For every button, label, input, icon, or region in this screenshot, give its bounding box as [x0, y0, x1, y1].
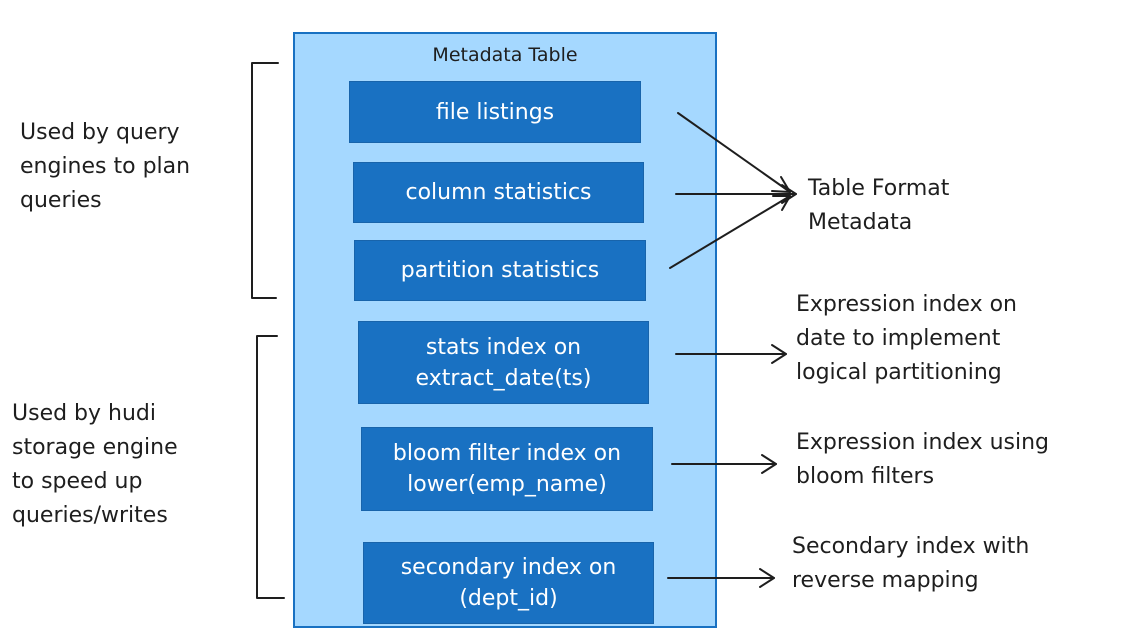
bracket-hudi-engine — [256, 335, 285, 599]
query-engines-label: Used by query engines to plan queries — [20, 120, 191, 213]
partition-statistics-box: partition statistics — [354, 240, 646, 301]
column-statistics-box: column statistics — [353, 162, 644, 223]
file-listings-box: file listings — [349, 81, 641, 143]
arrowhead-partition-statistics — [772, 195, 791, 211]
arrowhead-secondary-index — [759, 568, 775, 588]
arrow-file-listings — [677, 112, 791, 193]
secondary-index-label: Secondary index with reverse mapping — [792, 534, 1030, 593]
metadata-table-title: Metadata Table — [432, 44, 578, 66]
arrow-partition-statistics — [669, 195, 791, 269]
arrowhead-bloom-filter-index — [761, 454, 777, 474]
arrowhead-stats-index — [771, 344, 787, 364]
stats-index-box: stats index on extract_date(ts) — [358, 321, 649, 404]
bracket-query-engines — [251, 62, 279, 299]
table-format-metadata-label: Table Format Metadata — [808, 176, 950, 235]
hudi-engine-label: Used by hudi storage engine to speed up … — [12, 401, 178, 528]
expression-index-bloom-label: Expression index using bloom filters — [796, 430, 1050, 489]
secondary-index-box: secondary index on (dept_id) — [363, 542, 654, 624]
bloom-filter-index-box: bloom filter index on lower(emp_name) — [361, 427, 653, 511]
arrowhead-file-listings — [771, 176, 791, 193]
expression-index-date-label: Expression index on date to implement lo… — [796, 292, 1017, 385]
